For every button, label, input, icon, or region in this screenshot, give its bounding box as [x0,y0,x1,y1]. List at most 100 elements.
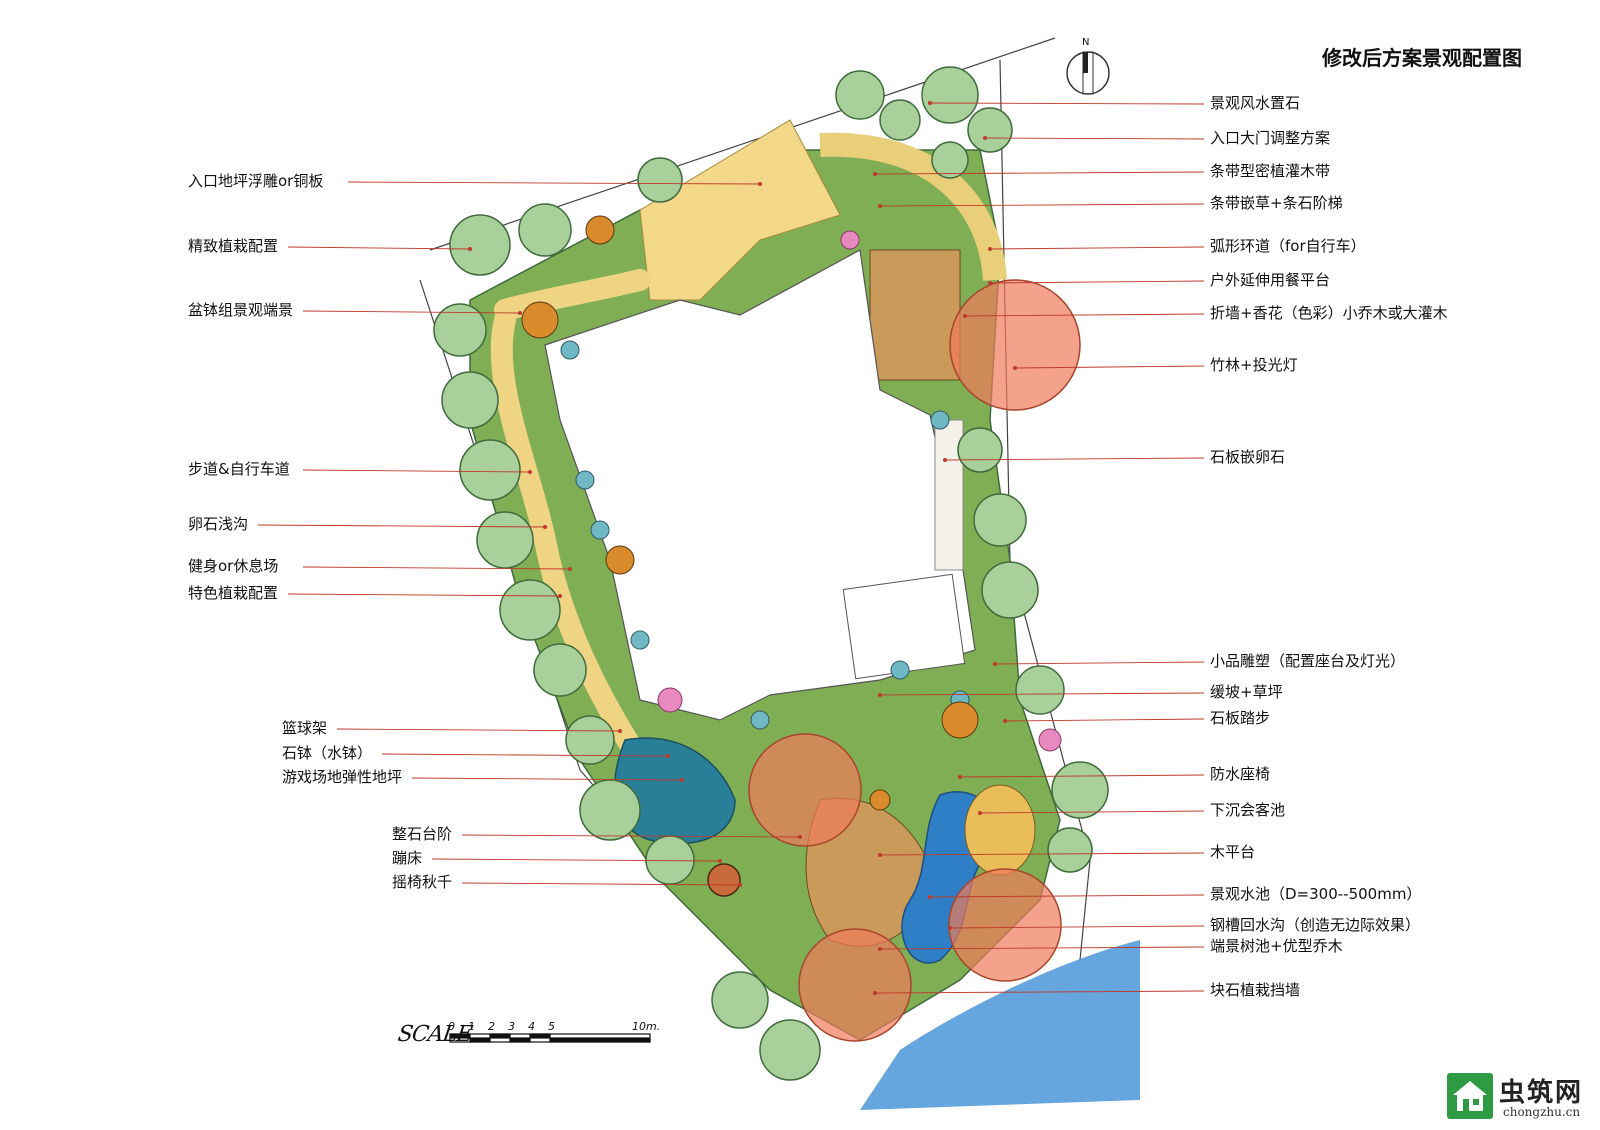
label-pond: 景观水池（D=300--500mm） [1210,885,1422,903]
left-path [490,269,651,771]
label-gutter: 钢槽回水沟（创造无边际效果） [1210,916,1421,934]
leader-dot-basketball [618,729,622,733]
leader-dot-wood-deck [878,853,882,857]
label-tree-pool: 端景树池+优型乔木 [1210,937,1343,955]
label-swing: 摇椅秋千 [392,873,453,891]
leader-tree-pool [879,946,1205,950]
scale-label: SCALE [396,1022,474,1047]
feature-trees [521,215,979,811]
label-playground: 游戏场地弹性地坪 [282,768,403,786]
leader-slope-lawn [879,692,1205,696]
leader-basketball [336,728,621,732]
leader-dot-sunken-pit [978,811,982,815]
leader-dot-playground [680,778,684,782]
flower-clusters [657,230,1062,752]
label-stepping: 石板踏步 [1210,709,1271,727]
leader-sunken-pit [979,810,1205,814]
label-stone-bowl: 石钵（水钵） [282,744,373,762]
leader-lines [257,101,1205,995]
leader-dot-arc-road [988,247,992,251]
leader-fold-wall [964,313,1205,317]
highlight-zones [748,279,1081,1042]
leader-dot-path-bike [528,470,532,474]
label-shrub-strip: 条带型密植灌木带 [1210,162,1331,180]
plan-title: 修改后方案景观配置图 [1322,46,1522,70]
leader-path-bike [302,469,531,473]
leader-dot-entry-relief [758,182,762,186]
label-fitness-rest: 健身or休息场 [188,557,279,575]
leader-fengshui-stone [929,102,1205,105]
label-feature-planting: 特色植栽配置 [188,584,279,602]
leader-dot-pot-feature [518,311,522,315]
leader-dot-slope-lawn [878,693,882,697]
label-sculpture: 小品雕塑（配置座台及灯光） [1210,652,1406,670]
label-entry-relief: 入口地坪浮雕or铜板 [188,172,324,190]
label-gate-plan: 入口大门调整方案 [1210,129,1331,147]
label-fine-planting: 精致植栽配置 [188,237,279,255]
leader-dot-swing [738,883,742,887]
leader-dot-bamboo [1013,366,1017,370]
leader-trampoline [431,858,721,862]
leader-bench [959,774,1205,778]
sunken-pit [964,784,1036,876]
label-fengshui-stone: 景观风水置石 [1210,94,1301,112]
watermark-logo [1447,1073,1493,1119]
label-path-bike: 步道&自行车道 [188,460,290,478]
scale-tick-end: 10m. [632,1020,661,1033]
scale-tick: 1 [468,1020,475,1033]
leader-arc-road [989,246,1205,250]
leader-dot-stone-bowl [666,754,670,758]
leader-dot-stone-steps [798,835,802,839]
label-grass-steps: 条带嵌草+条石阶梯 [1210,194,1343,212]
scale-tick: 4 [528,1020,535,1033]
leader-slate-pebble [944,457,1205,461]
watermark-url: chongzhu.cn [1503,1105,1581,1119]
leader-dot-pond [928,895,932,899]
leader-feature-planting [287,593,561,597]
compass-north-label: N [1082,37,1090,48]
label-slate-pebble: 石板嵌卵石 [1210,448,1286,466]
leader-sculpture [994,661,1205,665]
leader-playground [411,777,683,781]
leader-bamboo [1014,365,1205,369]
leader-fine-planting [287,246,471,250]
leader-stone-bowl [381,753,669,757]
annex-box [842,573,966,680]
leader-entry-relief [347,181,761,185]
leader-dot-gate-plan [983,136,987,140]
leader-dot-trampoline [718,859,722,863]
leader-dot-gutter [948,926,952,930]
leader-gate-plan [984,137,1205,140]
leader-stone-wall [874,990,1205,994]
leader-wood-deck [879,852,1205,856]
leader-swing [461,882,741,886]
compass [1066,51,1110,95]
lake-edge [860,940,1140,1110]
label-arc-road: 弧形环道（for自行车） [1210,237,1366,255]
label-trampoline: 蹦床 [392,849,423,867]
label-wood-deck: 木平台 [1210,843,1256,861]
leader-pot-feature [302,310,521,314]
label-stone-wall: 块石植栽挡墙 [1210,981,1301,999]
scale-bar [449,1033,651,1043]
scale-tick: 5 [548,1020,555,1033]
leader-dot-stepping [1003,719,1007,723]
watermark-text: 虫筑网 [1499,1078,1584,1108]
leader-dot-dining-deck [988,281,992,285]
label-bench: 防水座椅 [1210,765,1271,783]
tree-canopies [433,66,1109,1081]
label-slope-lawn: 缓坡+草坪 [1210,683,1283,701]
leader-dot-fitness-rest [568,567,572,571]
leader-dot-stone-wall [873,991,877,995]
label-dining-deck: 户外延伸用餐平台 [1210,271,1331,289]
entry-plaza [639,119,841,301]
leader-dot-bench [958,775,962,779]
dining-deck [869,249,961,381]
leader-pebble-ditch [257,524,546,528]
leader-dot-grass-steps [878,204,882,208]
leader-stepping [1004,718,1205,722]
leader-dot-feature-planting [558,594,562,598]
label-sunken-pit: 下沉会客池 [1210,801,1286,819]
leader-dot-pebble-ditch [543,525,547,529]
